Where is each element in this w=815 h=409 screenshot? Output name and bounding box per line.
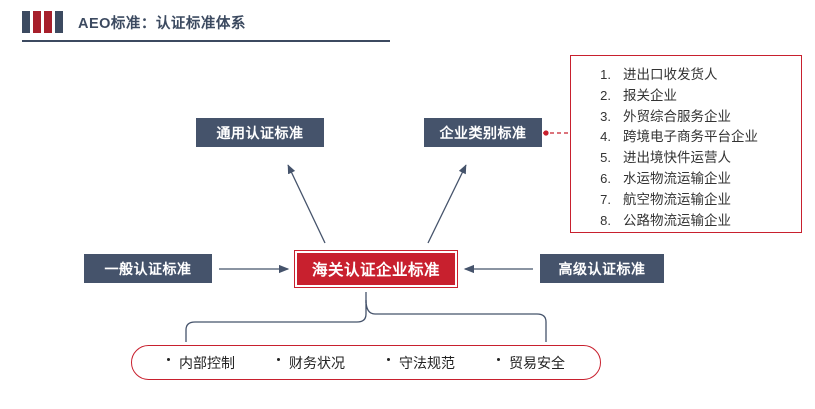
list-item: 8. 公路物流运输企业 xyxy=(581,211,797,232)
bullet-dot-icon xyxy=(497,358,500,361)
box-general-standard[interactable]: 通用认证标准 xyxy=(196,118,324,147)
box-category-standard[interactable]: 企业类别标准 xyxy=(424,118,542,147)
header-bar-decoration xyxy=(22,11,68,33)
list-item-label: 外贸综合服务企业 xyxy=(623,108,731,124)
list-item: 6. 水运物流运输企业 xyxy=(581,169,797,190)
bullet-dot-icon xyxy=(167,358,170,361)
list-item: 3. 外贸综合服务企业 xyxy=(581,107,797,128)
list-item: 2. 报关企业 xyxy=(581,86,797,107)
list-item-label: 公路物流运输企业 xyxy=(623,212,731,228)
pill-item-label: 内部控制 xyxy=(179,354,235,371)
box-customs-certified-enterprise[interactable]: 海关认证企业标准 xyxy=(295,251,457,287)
list-item-number: 2. xyxy=(600,87,611,103)
pill-item: 财务状况 xyxy=(277,353,345,373)
pill-item: 贸易安全 xyxy=(497,353,565,373)
header-divider xyxy=(22,40,390,42)
arrow-center-to-category xyxy=(427,164,467,244)
list-item-number: 6. xyxy=(600,170,611,186)
list-item-number: 7. xyxy=(600,191,611,207)
list-item: 5. 进出境快件运营人 xyxy=(581,148,797,169)
pill-item-label: 贸易安全 xyxy=(509,354,565,371)
list-item: 1. 进出口收发货人 xyxy=(581,65,797,86)
category-list-panel: 1. 进出口收发货人 2. 报关企业 3. 外贸综合服务企业 4. 跨境电子商务… xyxy=(570,55,802,233)
pill-item-label: 守法规范 xyxy=(399,354,455,371)
box-advanced-certification[interactable]: 高级认证标准 xyxy=(540,254,664,283)
list-item-label: 跨境电子商务平台企业 xyxy=(623,129,758,145)
header-bar-1 xyxy=(22,11,30,33)
list-item: 7. 航空物流运输企业 xyxy=(581,190,797,211)
pill-item: 内部控制 xyxy=(167,353,235,373)
page-title: AEO标准：认证标准体系 xyxy=(78,16,246,32)
bullet-dot-icon xyxy=(277,358,280,361)
list-item-number: 3. xyxy=(600,108,611,124)
list-item-label: 水运物流运输企业 xyxy=(623,170,731,186)
header-bar-3 xyxy=(44,11,52,33)
header-bar-4 xyxy=(55,11,63,33)
list-item-label: 航空物流运输企业 xyxy=(623,191,731,207)
list-item: 4. 跨境电子商务平台企业 xyxy=(581,127,797,148)
header-bar-2 xyxy=(33,11,41,33)
pill-item: 守法规范 xyxy=(387,353,455,373)
box-basic-certification[interactable]: 一般认证标准 xyxy=(84,254,212,283)
list-item-label: 报关企业 xyxy=(623,87,677,103)
list-item-label: 进出境快件运营人 xyxy=(623,150,731,166)
bottom-criteria-pill: 内部控制 财务状况 守法规范 贸易安全 xyxy=(131,345,601,380)
list-item-number: 4. xyxy=(600,129,611,145)
pill-item-label: 财务状况 xyxy=(289,354,345,371)
brace-center-to-bottom xyxy=(185,299,547,342)
list-item-number: 1. xyxy=(600,67,611,82)
list-item-number: 8. xyxy=(600,212,611,228)
bullet-dot-icon xyxy=(387,358,390,361)
arrow-center-to-general xyxy=(287,164,326,244)
list-item-label: 进出口收发货人 xyxy=(623,67,718,82)
list-item-number: 5. xyxy=(600,150,611,166)
dashed-link-dot xyxy=(543,130,549,136)
